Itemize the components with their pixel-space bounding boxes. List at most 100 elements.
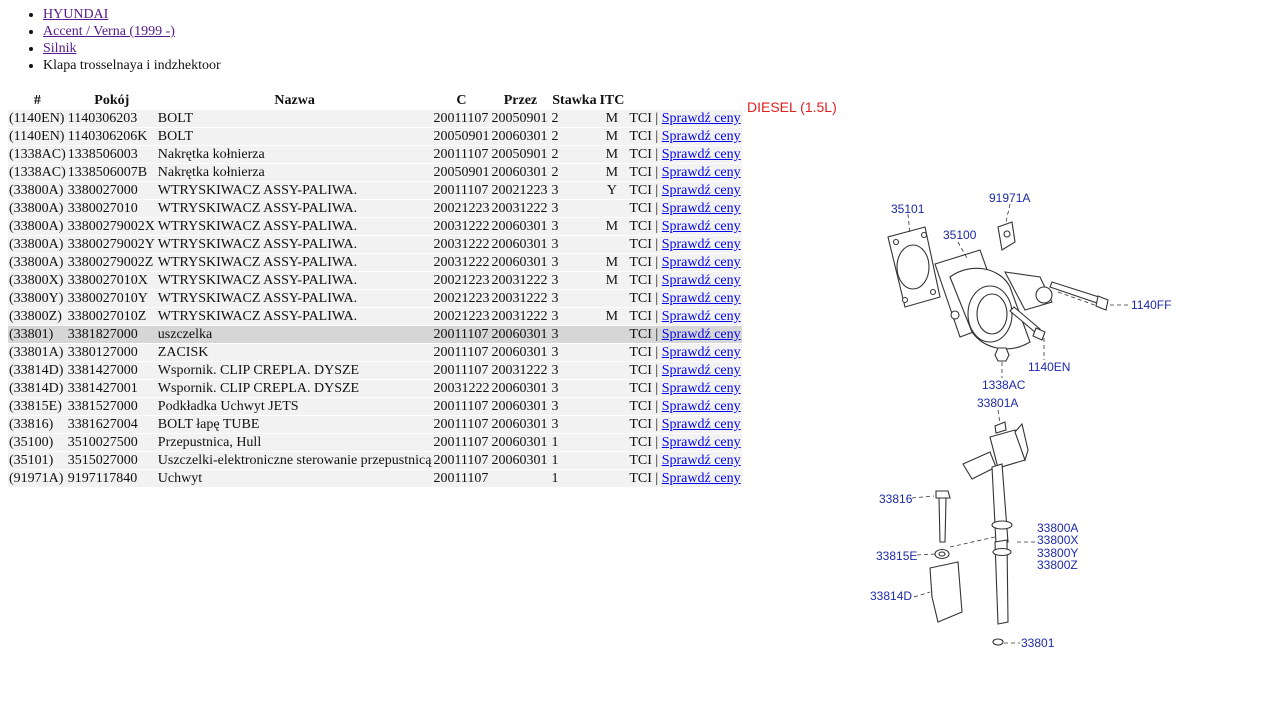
cell-part-number: 1140306206K [66,127,157,146]
tci-label: TCI [629,183,652,198]
cell-from-date: 20050901 [432,127,491,146]
check-price-link[interactable]: Sprawdź ceny [661,417,741,432]
cell-from-date: 20011107 [432,433,491,452]
check-price-link[interactable]: Sprawdź ceny [661,381,741,396]
cell-from-date: 20031222 [432,235,491,254]
cell-part-number: 3381427000 [66,361,157,380]
cell-from-date: 20011107 [432,397,491,416]
callout-1140FF: 1140FF [1131,298,1171,312]
breadcrumb-item[interactable]: Silnik [43,40,221,57]
bolt-1140EN-drawing [1009,306,1046,341]
cell-price-check: TCI | Sprawdź ceny [625,397,742,416]
cell-ref: (91971A) [8,469,67,488]
gasket-drawing [887,226,941,308]
cell-itc [598,397,626,416]
cell-part-number: 3381627004 [66,415,157,434]
cell-itc [598,325,626,344]
tci-label: TCI [629,255,652,270]
breadcrumb-link[interactable]: Silnik [43,41,77,56]
tci-label: TCI [629,327,652,342]
check-price-link[interactable]: Sprawdź ceny [661,435,741,450]
cell-quantity: 3 [550,343,599,362]
cell-name: WTRYSKIWACZ ASSY-PALIWA. [156,235,433,254]
check-price-link[interactable]: Sprawdź ceny [661,165,741,180]
cell-itc [598,469,626,488]
cell-ref: (33800A) [8,253,67,272]
separator: | [651,399,662,414]
cell-price-check: TCI | Sprawdź ceny [625,181,742,200]
cell-name: WTRYSKIWACZ ASSY-PALIWA. [156,199,433,218]
check-price-link[interactable]: Sprawdź ceny [661,273,741,288]
cell-ref: (33815E) [8,397,67,416]
callout-33800Z: 33800Z [1037,558,1078,572]
cell-to-date: 20031222 [490,307,551,326]
cell-ref: (1140EN) [8,127,67,146]
check-price-link[interactable]: Sprawdź ceny [661,129,741,144]
cell-itc [598,343,626,362]
nut-1338AC-drawing [994,347,1010,362]
cell-part-number: 3380027010X [66,271,157,290]
check-price-link[interactable]: Sprawdź ceny [661,309,741,324]
cell-part-number: 3380027000 [66,181,157,200]
cell-name: WTRYSKIWACZ ASSY-PALIWA. [156,181,433,200]
check-price-link[interactable]: Sprawdź ceny [661,111,741,126]
cell-name: WTRYSKIWACZ ASSY-PALIWA. [156,217,433,236]
breadcrumb-item[interactable]: Accent / Verna (1999 -) [43,23,221,40]
cell-quantity: 3 [550,181,599,200]
cell-itc [598,415,626,434]
cell-ref: (1338AC) [8,163,67,182]
tci-label: TCI [629,471,652,486]
check-price-link[interactable]: Sprawdź ceny [661,327,741,342]
cell-part-number: 3380027010Z [66,307,157,326]
breadcrumb-link[interactable]: HYUNDAI [43,7,109,22]
separator: | [651,363,662,378]
cell-ref: (35100) [8,433,67,452]
breadcrumb-item[interactable]: HYUNDAI [43,6,221,23]
check-price-link[interactable]: Sprawdź ceny [661,453,741,468]
check-price-link[interactable]: Sprawdź ceny [661,237,741,252]
cell-to-date: 20060301 [490,217,551,236]
check-price-link[interactable]: Sprawdź ceny [661,255,741,270]
cell-part-number: 3381827000 [66,325,157,344]
separator: | [651,417,662,432]
breadcrumb-link[interactable]: Accent / Verna (1999 -) [43,24,175,39]
cell-itc: M [598,271,626,290]
cell-ref: (33800A) [8,217,67,236]
check-price-link[interactable]: Sprawdź ceny [661,471,741,486]
cell-to-date: 20060301 [490,127,551,146]
cell-ref: (35101) [8,451,67,470]
cell-to-date: 20060301 [490,325,551,344]
check-price-link[interactable]: Sprawdź ceny [661,291,741,306]
check-price-link[interactable]: Sprawdź ceny [661,399,741,414]
check-price-link[interactable]: Sprawdź ceny [661,363,741,378]
nozzle-bracket-drawing [929,561,963,623]
cell-to-date: 20031222 [490,271,551,290]
check-price-link[interactable]: Sprawdź ceny [661,147,741,162]
check-price-link[interactable]: Sprawdź ceny [661,345,741,360]
check-price-link[interactable]: Sprawdź ceny [661,183,741,198]
cell-ref: (1338AC) [8,145,67,164]
cell-ref: (33801) [8,325,67,344]
cell-ref: (33816) [8,415,67,434]
cell-from-date: 20031222 [432,253,491,272]
cell-part-number: 1338506003 [66,145,157,164]
check-price-link[interactable]: Sprawdź ceny [661,219,741,234]
cell-to-date [490,469,551,488]
cell-ref: (1140EN) [8,110,67,128]
cell-price-check: TCI | Sprawdź ceny [625,235,742,254]
tci-label: TCI [629,111,652,126]
cell-itc: M [598,307,626,326]
bracket-drawing [997,221,1016,251]
cell-name: WTRYSKIWACZ ASSY-PALIWA. [156,271,433,290]
cell-part-number: 1338506007B [66,163,157,182]
cell-price-check: TCI | Sprawdź ceny [625,379,742,398]
check-price-link[interactable]: Sprawdź ceny [661,201,741,216]
injector-drawing [962,422,1029,625]
